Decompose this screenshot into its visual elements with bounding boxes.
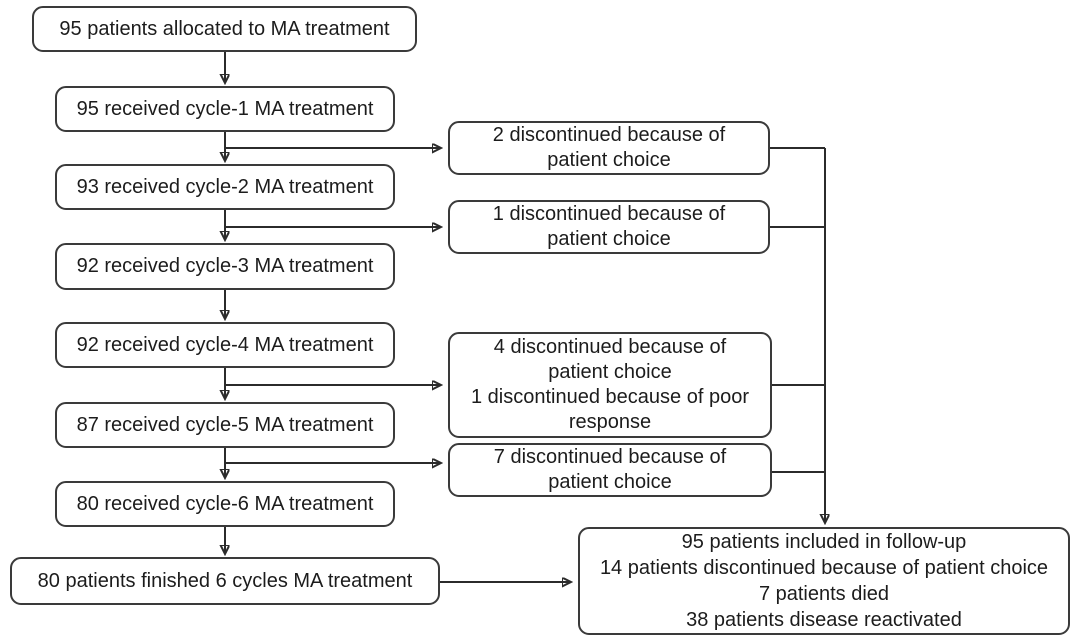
box-cycle-2: 93 received cycle-2 MA treatment <box>55 164 395 210</box>
box-finished-text: 80 patients finished 6 cycles MA treatme… <box>37 569 413 592</box>
box-cycle-4-text: 92 received cycle-4 MA treatment <box>76 333 374 356</box>
box-cycle-5-text: 87 received cycle-5 MA treatment <box>76 413 374 436</box>
box-allocated-text: 95 patients allocated to MA treatment <box>59 17 390 40</box>
box-discontinued-3-line-4: response <box>568 411 652 433</box>
box-cycle-6: 80 received cycle-6 MA treatment <box>55 481 395 527</box>
box-cycle-1-text: 95 received cycle-1 MA treatment <box>76 97 374 120</box>
box-discontinued-4-line-2: patient choice <box>548 471 672 493</box>
box-followup-line-2: 14 patients discontinued because of pati… <box>599 557 1049 579</box>
box-discontinued-2-line-1: 1 discontinued because of <box>492 203 726 225</box>
box-followup-line-3: 7 patients died <box>758 583 890 605</box>
box-cycle-5: 87 received cycle-5 MA treatment <box>55 402 395 448</box>
box-discontinued-3-line-3: 1 discontinued because of poor <box>471 386 749 408</box>
box-discontinued-3-line-2: patient choice <box>548 361 672 383</box>
box-discontinued-2-line-2: patient choice <box>547 228 671 250</box>
box-cycle-3: 92 received cycle-3 MA treatment <box>55 243 395 290</box>
box-discontinued-3: 4 discontinued because of patient choice… <box>448 332 772 438</box>
box-cycle-3-text: 92 received cycle-3 MA treatment <box>76 255 374 277</box>
box-discontinued-1-line-2: patient choice <box>547 149 671 171</box>
box-discontinued-1: 2 discontinued because of patient choice <box>448 121 770 175</box>
box-followup-summary: 95 patients included in follow-up 14 pat… <box>578 527 1070 635</box>
box-cycle-1: 95 received cycle-1 MA treatment <box>55 86 395 132</box>
box-discontinued-4: 7 discontinued because of patient choice <box>448 443 772 497</box>
box-followup-line-1: 95 patients included in follow-up <box>681 531 967 553</box>
box-discontinued-4-line-1: 7 discontinued because of <box>493 446 727 468</box>
box-cycle-6-text: 80 received cycle-6 MA treatment <box>76 492 374 515</box>
box-allocated: 95 patients allocated to MA treatment <box>32 6 417 52</box>
box-cycle-4: 92 received cycle-4 MA treatment <box>55 322 395 368</box>
box-followup-line-4: 38 patients disease reactivated <box>686 609 962 631</box>
box-cycle-2-text: 93 received cycle-2 MA treatment <box>76 175 374 198</box>
box-discontinued-1-line-1: 2 discontinued because of <box>492 124 726 146</box>
box-discontinued-3-line-1: 4 discontinued because of <box>493 336 727 358</box>
box-discontinued-2: 1 discontinued because of patient choice <box>448 200 770 254</box>
box-finished: 80 patients finished 6 cycles MA treatme… <box>10 557 440 605</box>
